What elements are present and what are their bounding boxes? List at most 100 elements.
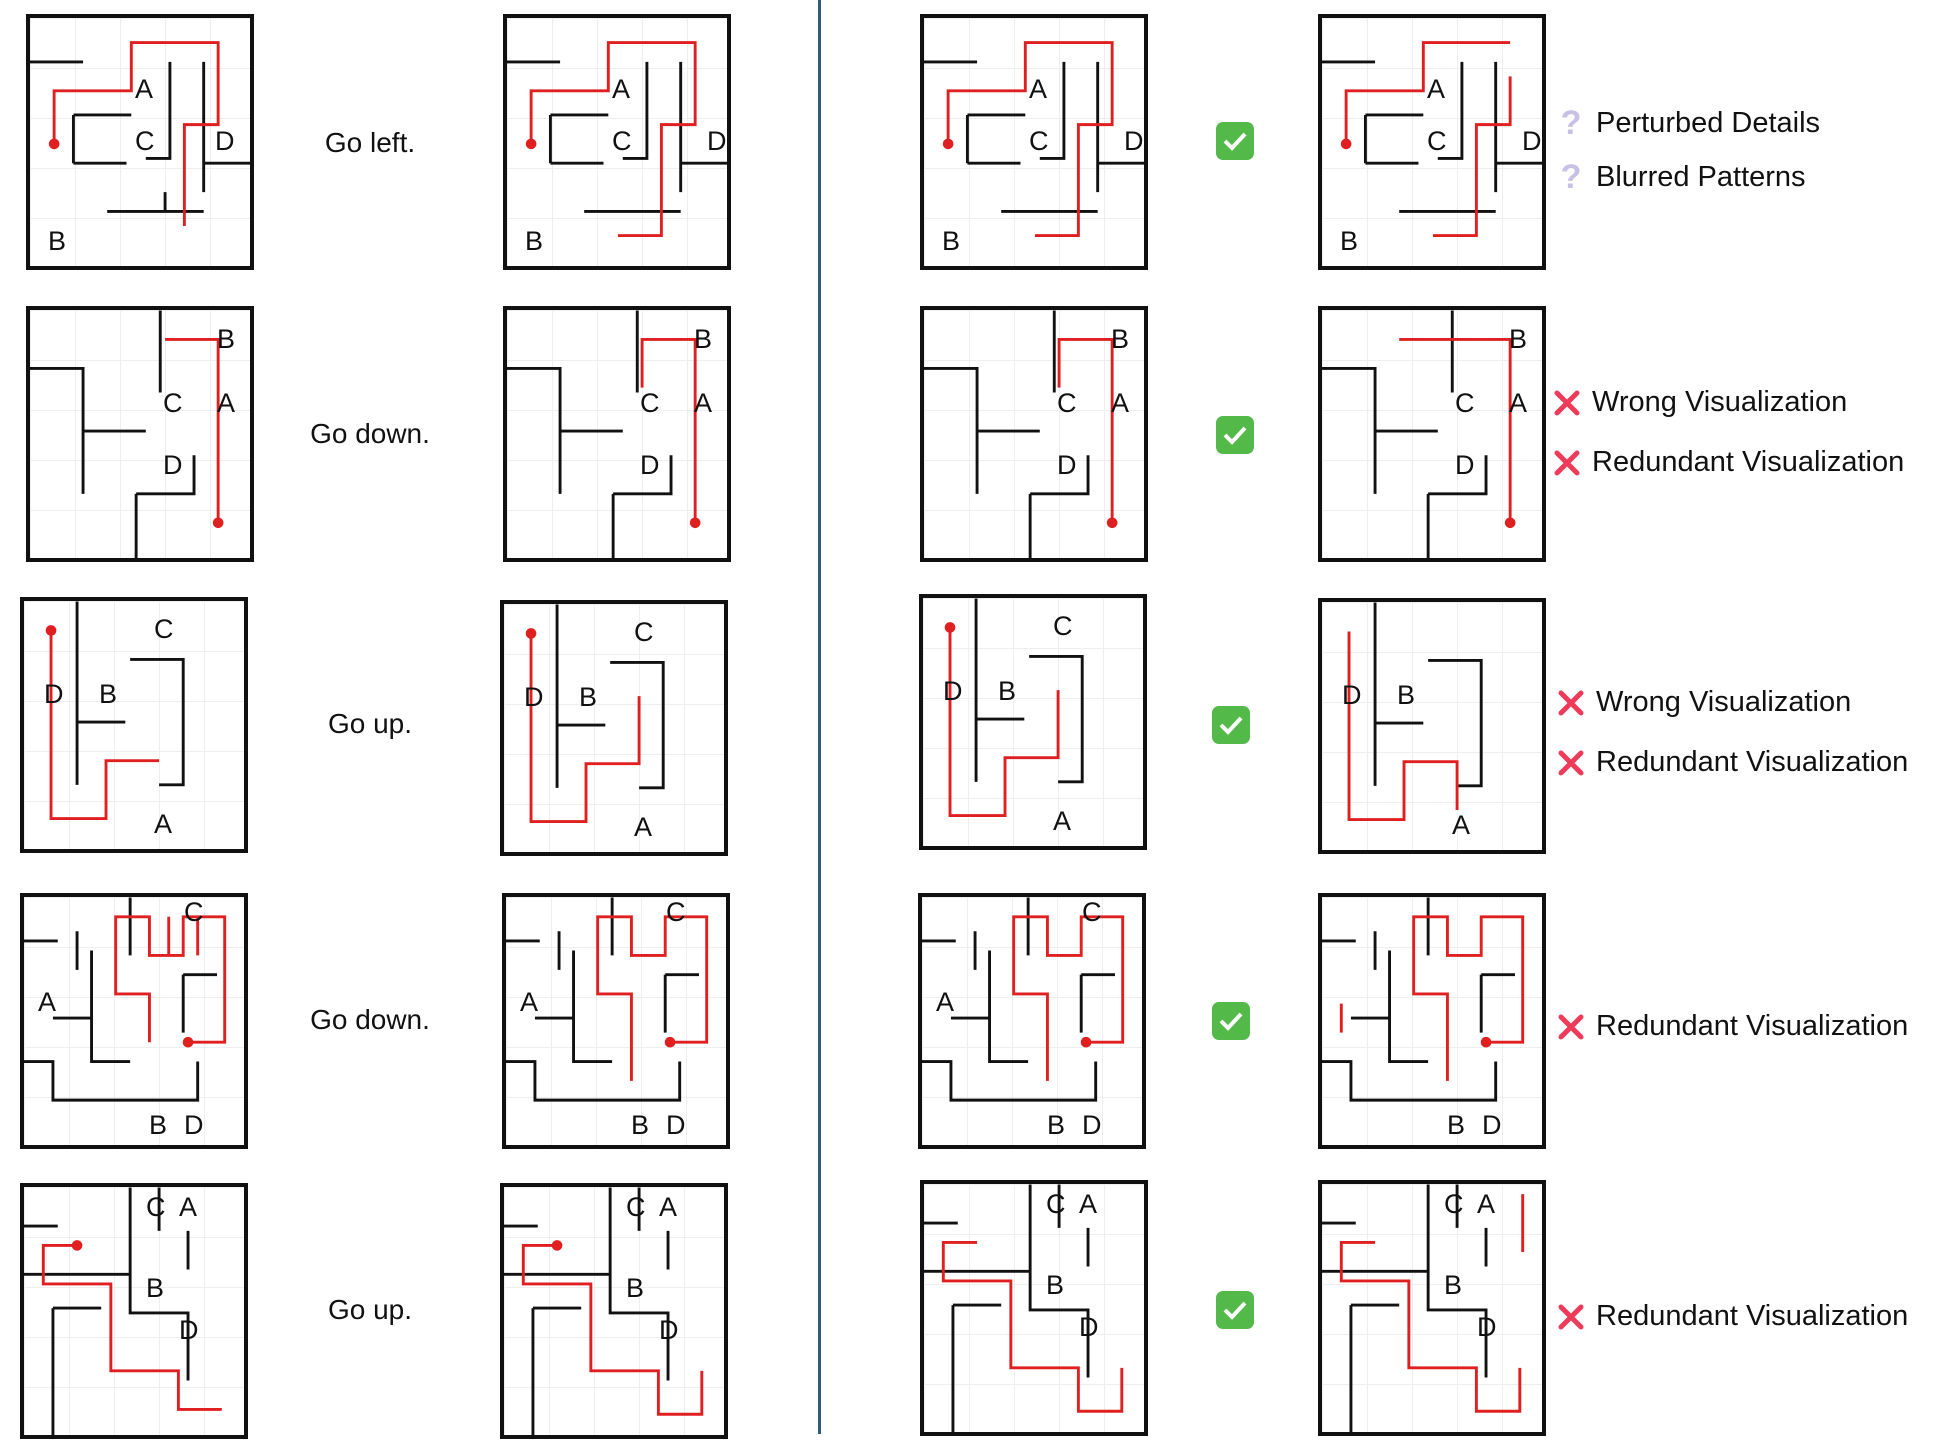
maze-drawing xyxy=(45,601,185,821)
maze-label: C xyxy=(163,388,183,418)
maze-label: D xyxy=(943,676,963,706)
maze-label: C xyxy=(1053,611,1073,641)
maze-label: C xyxy=(146,1192,166,1222)
maze-label: A xyxy=(135,74,154,104)
maze-label: A xyxy=(694,388,713,418)
maze-image: B C A D xyxy=(920,306,1148,562)
check-icon xyxy=(1216,416,1254,454)
maze-label: D xyxy=(215,126,235,156)
maze-image: B D xyxy=(1318,893,1546,1149)
cross-icon xyxy=(1558,750,1584,775)
maze-label: A xyxy=(520,987,539,1017)
maze-label: B xyxy=(1397,680,1416,710)
maze-image: A C D B xyxy=(920,14,1148,270)
maze-label: D xyxy=(659,1315,679,1345)
maze-image: C A B D xyxy=(20,893,248,1149)
maze-label: B xyxy=(942,226,961,256)
annotation-note: Wrong Visualization xyxy=(1556,686,1851,719)
maze-image: C A B D xyxy=(918,893,1146,1149)
maze-label: B xyxy=(1340,226,1359,256)
maze-label: D xyxy=(1342,680,1362,710)
maze-drawing xyxy=(1322,897,1525,1102)
annotation-text: Wrong Visualization xyxy=(1596,686,1852,718)
maze-label: C xyxy=(640,388,660,418)
annotation-text: Redundant Visualization xyxy=(1596,746,1909,778)
maze-image: C A B D xyxy=(500,1183,728,1439)
maze-drawing xyxy=(1322,1184,1525,1436)
instruction-text: Go up. xyxy=(327,1294,413,1325)
cross-icon xyxy=(1558,1014,1584,1039)
maze-label: A xyxy=(38,987,57,1017)
maze-label: B xyxy=(1447,1110,1466,1140)
maze-drawing xyxy=(507,310,701,562)
cross-icon xyxy=(1558,690,1584,715)
maze-label: C xyxy=(1082,897,1102,927)
maze-label: D xyxy=(524,682,544,712)
maze-drawing xyxy=(924,41,1146,238)
annotation-text: Perturbed Details xyxy=(1596,107,1821,139)
maze-drawing xyxy=(924,310,1118,562)
maze-label: D xyxy=(1477,1312,1497,1342)
annotation-note: Redundant Visualization xyxy=(1552,446,1904,479)
maze-label: A xyxy=(659,1192,678,1222)
maze-label: A xyxy=(1029,74,1048,104)
maze-label: B xyxy=(626,1273,645,1303)
maze-label: B xyxy=(998,676,1017,706)
maze-label: D xyxy=(179,1315,199,1345)
maze-label: B xyxy=(149,1110,168,1140)
maze-label: A xyxy=(217,388,236,418)
check-icon xyxy=(1212,706,1250,744)
maze-drawing xyxy=(922,897,1125,1102)
maze-image: C D B A xyxy=(20,597,248,853)
maze-image: D B A xyxy=(1318,598,1546,854)
maze-drawing xyxy=(1322,41,1544,238)
maze-drawing xyxy=(944,598,1084,818)
check-icon xyxy=(1216,1291,1254,1329)
question-icon: ? xyxy=(1560,104,1582,142)
maze-image: C A B D xyxy=(1318,1180,1546,1436)
maze-label: A xyxy=(1509,388,1528,418)
maze-drawing xyxy=(30,41,252,226)
maze-drawing xyxy=(504,1187,704,1439)
maze-label: C xyxy=(666,897,686,927)
instruction-text: Go down. xyxy=(310,418,430,449)
cross-icon xyxy=(1554,390,1580,415)
maze-image: C A B D xyxy=(502,893,730,1149)
maze-drawing xyxy=(1322,310,1516,562)
maze-label: D xyxy=(163,450,183,480)
maze-image: B C A D xyxy=(26,306,254,562)
instruction-text: Go down. xyxy=(310,1004,430,1035)
maze-label: C xyxy=(1427,126,1447,156)
maze-drawing xyxy=(24,897,227,1102)
maze-drawing xyxy=(507,41,729,238)
maze-label: D xyxy=(1522,126,1542,156)
annotation-note: Wrong Visualization xyxy=(1552,386,1847,419)
maze-label: D xyxy=(1082,1110,1102,1140)
maze-label: A xyxy=(634,812,653,842)
annotation-text: Redundant Visualization xyxy=(1592,446,1905,478)
maze-label: D xyxy=(1079,1312,1099,1342)
maze-label: B xyxy=(1046,1270,1065,1300)
maze-label: C xyxy=(1455,388,1475,418)
maze-image: A C D B xyxy=(503,14,731,270)
annotation-text: Redundant Visualization xyxy=(1596,1300,1909,1332)
maze-label: D xyxy=(707,126,727,156)
maze-drawing xyxy=(1347,602,1483,822)
maze-image: A C D B xyxy=(1318,14,1546,270)
annotation-text: Wrong Visualization xyxy=(1592,386,1848,418)
maze-label: B xyxy=(1509,324,1528,354)
maze-image: C A B D xyxy=(20,1183,248,1439)
maze-label: A xyxy=(1452,810,1471,840)
maze-label: B xyxy=(99,679,118,709)
maze-label: B xyxy=(146,1273,165,1303)
annotation-note: Redundant Visualization xyxy=(1556,1300,1908,1333)
maze-label: C xyxy=(634,617,654,647)
maze-drawing xyxy=(24,1187,222,1439)
maze-label: B xyxy=(1047,1110,1066,1140)
question-icon: ? xyxy=(1560,158,1582,196)
maze-label: B xyxy=(1111,324,1130,354)
annotation-note: ? Perturbed Details xyxy=(1556,104,1820,143)
maze-label: A xyxy=(1477,1189,1496,1219)
maze-label: D xyxy=(184,1110,204,1140)
maze-label: B xyxy=(579,682,598,712)
